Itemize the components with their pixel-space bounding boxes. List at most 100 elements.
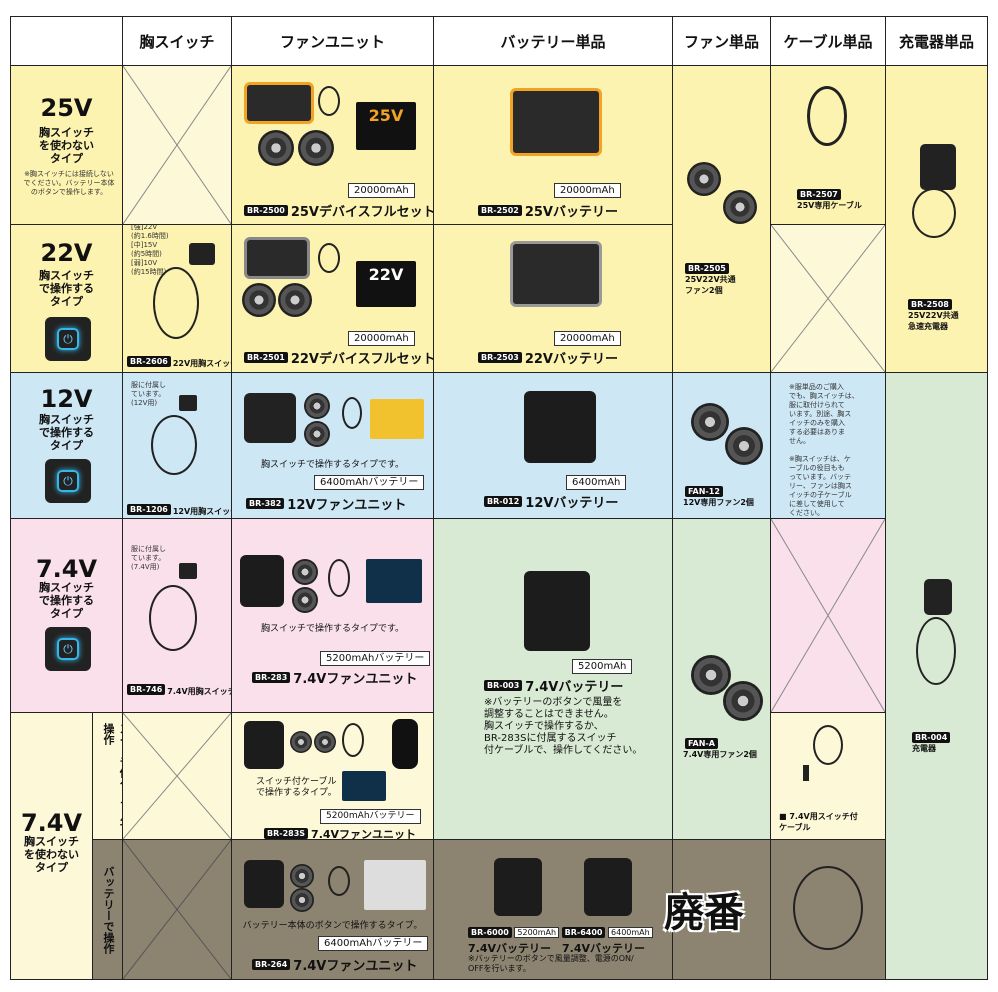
cable-note: ※服単品のご購入 でも、胸スイッチは、 服に取付けられて います。別途、胸ス イ… (789, 383, 859, 517)
unit-74v-cable[interactable]: スイッチ付ケーブル で操作するタイプ。 5200mAhバッテリー BR-283S… (231, 712, 434, 840)
box-badge: 25V (368, 106, 404, 125)
row-12v-label: 12V 胸スイッチ で操作する タイプ ⏻ (10, 372, 123, 519)
product-name: 25Vバッテリー (524, 205, 618, 220)
voltage-12v: 12V (40, 385, 93, 413)
product-name: 7.4V用胸スイッチ (167, 687, 232, 696)
battery-image (524, 571, 590, 651)
capacity-label: 5200mAhバッテリー (320, 651, 431, 666)
product-code: BR-6000 (468, 927, 512, 938)
product-name: 22V用胸スイッチ (172, 359, 232, 368)
box-image (342, 771, 386, 801)
fan-image (290, 888, 314, 912)
product-name: 12Vバッテリー (525, 496, 619, 511)
product-name: 7.4Vバッテリー (562, 942, 645, 955)
voltage-74v: 7.4V (35, 555, 98, 583)
box-image (370, 399, 424, 439)
battery-74v-discontinued[interactable]: BR-6000 5200mAh BR-6400 6400mAh 7.4Vバッテリ… (433, 839, 673, 980)
product-code: BR-2606 (127, 356, 171, 367)
fan-image (290, 864, 314, 888)
battery-image (244, 82, 314, 124)
product-name: 7.4Vファンユニット (311, 827, 417, 840)
fan-image (723, 681, 763, 721)
fan-image (292, 559, 318, 585)
fan-74v-discontinued (672, 839, 771, 980)
battery-image (584, 858, 632, 916)
power-button-icon: ⏻ (45, 627, 91, 671)
cable-12v-note: ※服単品のご購入 でも、胸スイッチは、 服に取付けられて います。別途、胸ス イ… (770, 372, 886, 519)
unit-desc: スイッチ付ケーブル で操作するタイプ。 (256, 777, 337, 798)
product-code: BR-6400 (561, 927, 606, 938)
discontinued-label: 廃番 (664, 890, 744, 936)
fan-image (723, 190, 757, 224)
switch-levels: [強]22V (約1.6時間) [中]15V (約5時間) [弱]10V (約1… (131, 224, 169, 276)
cable-image (342, 723, 364, 757)
cable-image (793, 866, 863, 950)
fan-image (314, 731, 336, 753)
note-25v: ※胸スイッチには接続しない でください。バッテリー本体 のボタンで操作します。 (23, 170, 115, 196)
voltage-22v: 22V (40, 239, 93, 267)
unit-74v-battery[interactable]: バッテリー本体のボタンで操作するタイプ。 6400mAhバッテリー BR-264… (231, 839, 434, 980)
product-code: FAN-A (685, 738, 718, 749)
battery-image (244, 393, 296, 443)
type-74v: 胸スイッチ で操作する タイプ (39, 581, 94, 620)
product-code: BR-2508 (908, 299, 952, 310)
fan-74v[interactable]: FAN-A 7.4V専用ファン2個 (672, 518, 771, 840)
header-charger: 充電器単品 (885, 16, 988, 66)
cable-image (807, 86, 847, 146)
product-name: 12Vファンユニット (287, 498, 407, 513)
fan-12v[interactable]: FAN-12 12V専用ファン2個 (672, 372, 771, 519)
product-name: 22Vデバイスフルセット (290, 352, 434, 367)
product-name: 7.4Vファンユニット (293, 672, 418, 687)
switch-image (179, 395, 197, 411)
switch-25v-none (122, 65, 232, 225)
battery-image (244, 721, 284, 769)
sublabel-battery: バッテリーで操作 (92, 839, 123, 980)
battery-image (240, 555, 284, 607)
header-blank (10, 16, 123, 66)
product-code: BR-2500 (244, 205, 288, 216)
cable-image (916, 617, 956, 685)
product-name: ■ 7.4V用スイッチ付 ケーブル (779, 812, 858, 832)
cable-74v-switch[interactable]: ■ 7.4V用スイッチ付 ケーブル (770, 712, 886, 840)
battery-image (510, 88, 602, 156)
product-name: 25V22V共通 急速充電器 (908, 311, 959, 331)
battery-note: ※バッテリーのボタンで風量調整、電源のON/ OFFを行います。 (468, 954, 634, 973)
product-name: 12V用胸スイッチ (172, 507, 232, 516)
product-code: BR-2507 (797, 189, 841, 200)
product-code: BR-746 (127, 684, 166, 695)
header-cable: ケーブル単品 (770, 16, 886, 66)
fan-image (292, 587, 318, 613)
cable-image (342, 397, 362, 429)
charger-common[interactable]: BR-004 充電器 (885, 372, 988, 980)
fan-25v-22v[interactable]: BR-2505 25V22V共通 ファン2個 (672, 65, 771, 373)
cable-image (318, 86, 340, 116)
product-name: 22Vバッテリー (524, 352, 618, 367)
fan-image (278, 283, 312, 317)
charger-25v-22v[interactable]: BR-2508 25V22V共通 急速充電器 (885, 65, 988, 373)
cable-25v[interactable]: BR-2507 25V専用ケーブル (770, 65, 886, 225)
switch-22v[interactable]: [強]22V (約1.6時間) [中]15V (約5時間) [弱]10V (約1… (122, 224, 232, 373)
capacity-label: 6400mAh (608, 927, 653, 938)
type-12v: 胸スイッチ で操作する タイプ (39, 413, 94, 452)
fan-image (298, 130, 334, 166)
box-image: 25V (356, 102, 416, 150)
header-switch: 胸スイッチ (122, 16, 232, 66)
battery-image (510, 241, 602, 307)
product-name: 7.4Vバッテリー (525, 680, 624, 695)
cable-image (328, 866, 350, 896)
product-code: BR-2503 (478, 352, 522, 363)
product-code: BR-2501 (244, 352, 288, 363)
product-name: 25V専用ケーブル (797, 201, 862, 210)
